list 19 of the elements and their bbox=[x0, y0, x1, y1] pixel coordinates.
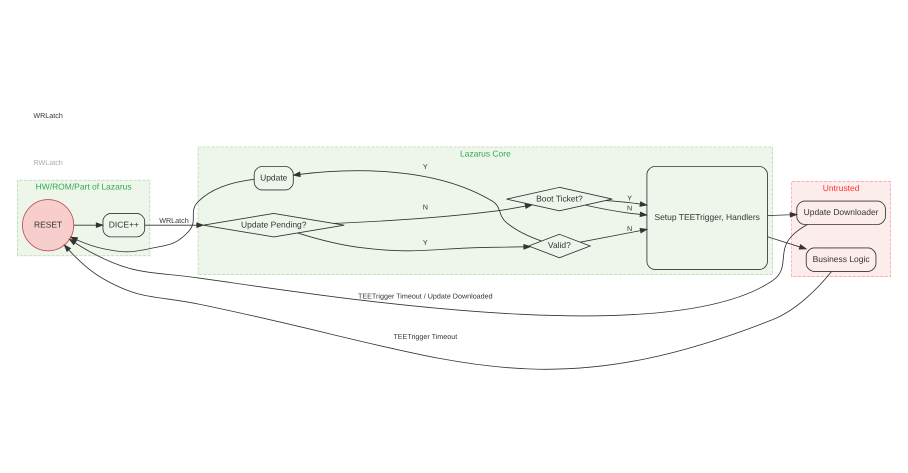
node-box: DICE++ bbox=[102, 212, 146, 237]
arrow bbox=[64, 244, 832, 369]
arrow bbox=[73, 222, 104, 228]
node-box: Setup TEETrigger, Handlers bbox=[646, 166, 768, 270]
node-box: Update bbox=[254, 166, 294, 190]
arrow bbox=[292, 170, 542, 241]
node-diamond: Boot Ticket? bbox=[506, 186, 613, 211]
arrow bbox=[333, 202, 534, 224]
arrow bbox=[767, 211, 798, 218]
node-box: Update Downloader bbox=[796, 200, 886, 224]
node-diamond: Update Pending? bbox=[202, 212, 345, 237]
arrow bbox=[767, 236, 808, 250]
arrow bbox=[605, 200, 648, 206]
arrow bbox=[584, 204, 648, 217]
arrow bbox=[297, 232, 532, 251]
node-diamond: Valid? bbox=[527, 233, 592, 258]
node-box: Business Logic bbox=[806, 247, 876, 272]
arrow bbox=[580, 227, 648, 242]
arrow bbox=[144, 222, 205, 228]
